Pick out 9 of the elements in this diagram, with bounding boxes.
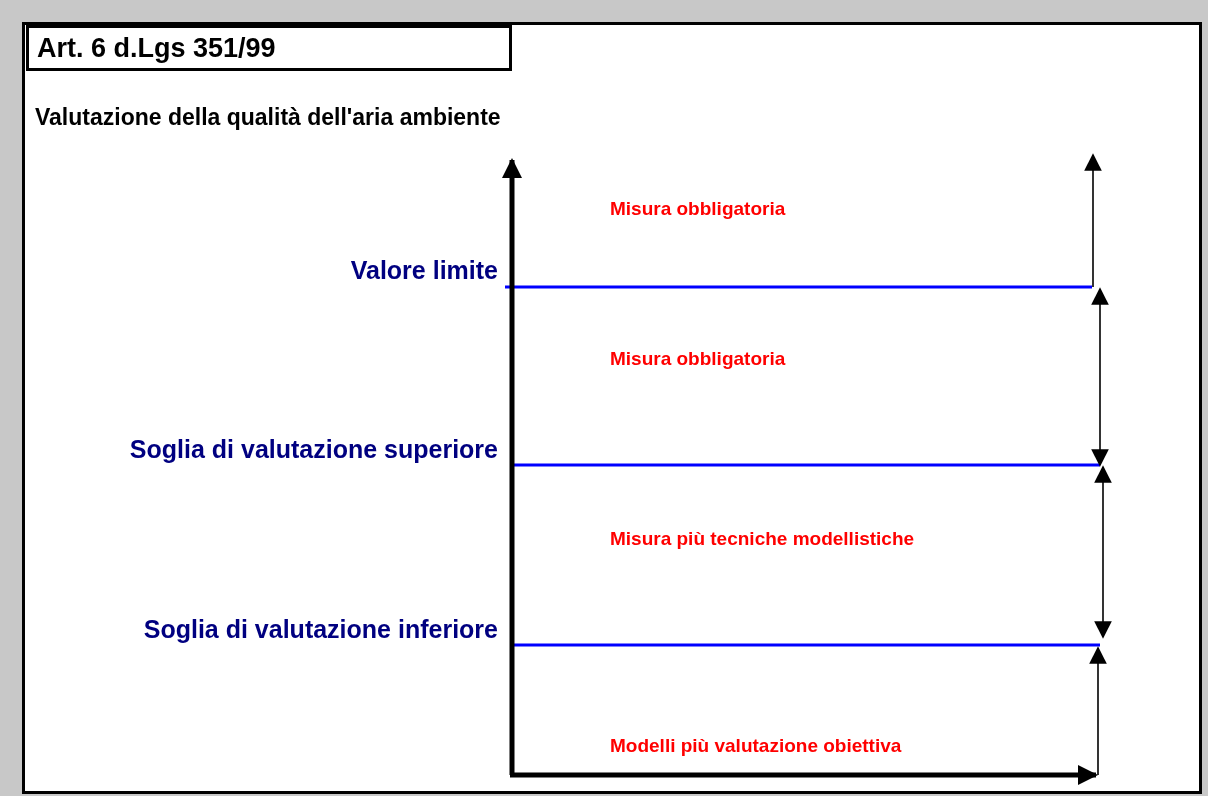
zone-label: Misura più tecniche modellistiche xyxy=(610,528,915,548)
zone-label: Misura obbligatoria xyxy=(610,198,786,218)
threshold-label: Soglia di valutazione superiore xyxy=(129,436,498,462)
zone-label: Modelli più valutazione obiettiva xyxy=(610,735,902,755)
threshold-label: Soglia di valutazione inferiore xyxy=(143,616,498,642)
heading: Art. 6 d.Lgs 351/99 xyxy=(26,25,512,71)
zone-label: Misura obbligatoria xyxy=(610,348,786,368)
threshold-label: Valore limite xyxy=(350,257,498,283)
subtitle: Valutazione della qualità dell'aria ambiente xyxy=(35,105,501,129)
